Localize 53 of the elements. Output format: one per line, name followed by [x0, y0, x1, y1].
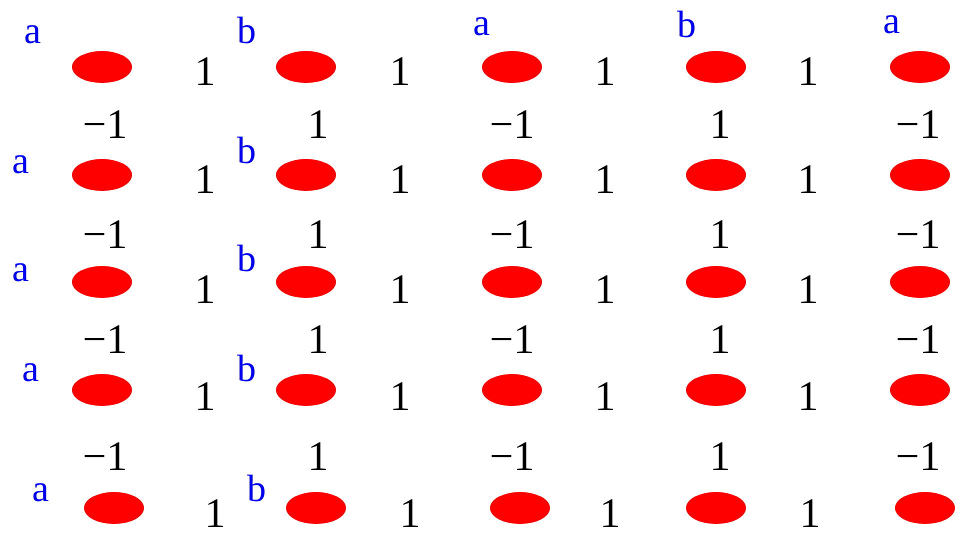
letter-label: b	[677, 6, 696, 44]
number-label: −1	[490, 104, 534, 146]
number-label: 1	[308, 319, 328, 361]
letter-label: a	[24, 12, 41, 50]
number-label: 1	[308, 104, 328, 146]
number-label: 1	[194, 376, 216, 418]
number-label: −1	[896, 436, 940, 478]
number-label: −1	[896, 214, 940, 256]
number-label: 1	[400, 493, 420, 533]
number-label: 1	[194, 269, 216, 311]
number-label: 1	[594, 51, 616, 93]
number-label: 1	[308, 436, 328, 478]
letter-label: b	[237, 240, 256, 278]
number-label: 1	[194, 159, 216, 201]
number-label: −1	[490, 214, 534, 256]
number-label: 1	[390, 159, 410, 201]
number-label: −1	[490, 436, 534, 478]
letter-label: b	[237, 350, 256, 388]
number-label: 1	[600, 493, 620, 533]
letter-label: a	[473, 4, 490, 42]
number-label: 1	[204, 493, 226, 533]
letter-label: a	[883, 2, 900, 40]
number-label: 1	[594, 376, 616, 418]
number-label: 1	[390, 51, 410, 93]
letter-label: a	[22, 350, 39, 388]
letter-label: b	[247, 470, 266, 508]
number-label: 1	[194, 51, 216, 93]
number-label: 1	[710, 436, 730, 478]
number-label: 1	[710, 319, 730, 361]
number-label: 1	[390, 376, 410, 418]
number-label: −1	[82, 436, 128, 478]
letter-label: a	[12, 250, 29, 288]
number-label: 1	[800, 493, 820, 533]
number-label: 1	[798, 51, 818, 93]
number-label: −1	[896, 319, 940, 361]
number-label: 1	[308, 214, 328, 256]
letter-label: b	[237, 132, 256, 170]
letter-label: a	[12, 142, 29, 180]
number-label: 1	[594, 159, 616, 201]
letter-label: a	[32, 470, 49, 508]
number-label: −1	[490, 319, 534, 361]
number-label: 1	[798, 376, 818, 418]
number-label: 1	[390, 269, 410, 311]
number-label: 1	[710, 104, 730, 146]
number-label: 1	[710, 214, 730, 256]
number-label: 1	[798, 159, 818, 201]
letter-label: b	[237, 12, 256, 50]
number-label: −1	[82, 214, 128, 256]
number-label: 1	[798, 269, 818, 311]
number-label: −1	[82, 104, 128, 146]
number-label: −1	[896, 104, 940, 146]
number-label: −1	[82, 319, 128, 361]
number-label: 1	[594, 269, 616, 311]
